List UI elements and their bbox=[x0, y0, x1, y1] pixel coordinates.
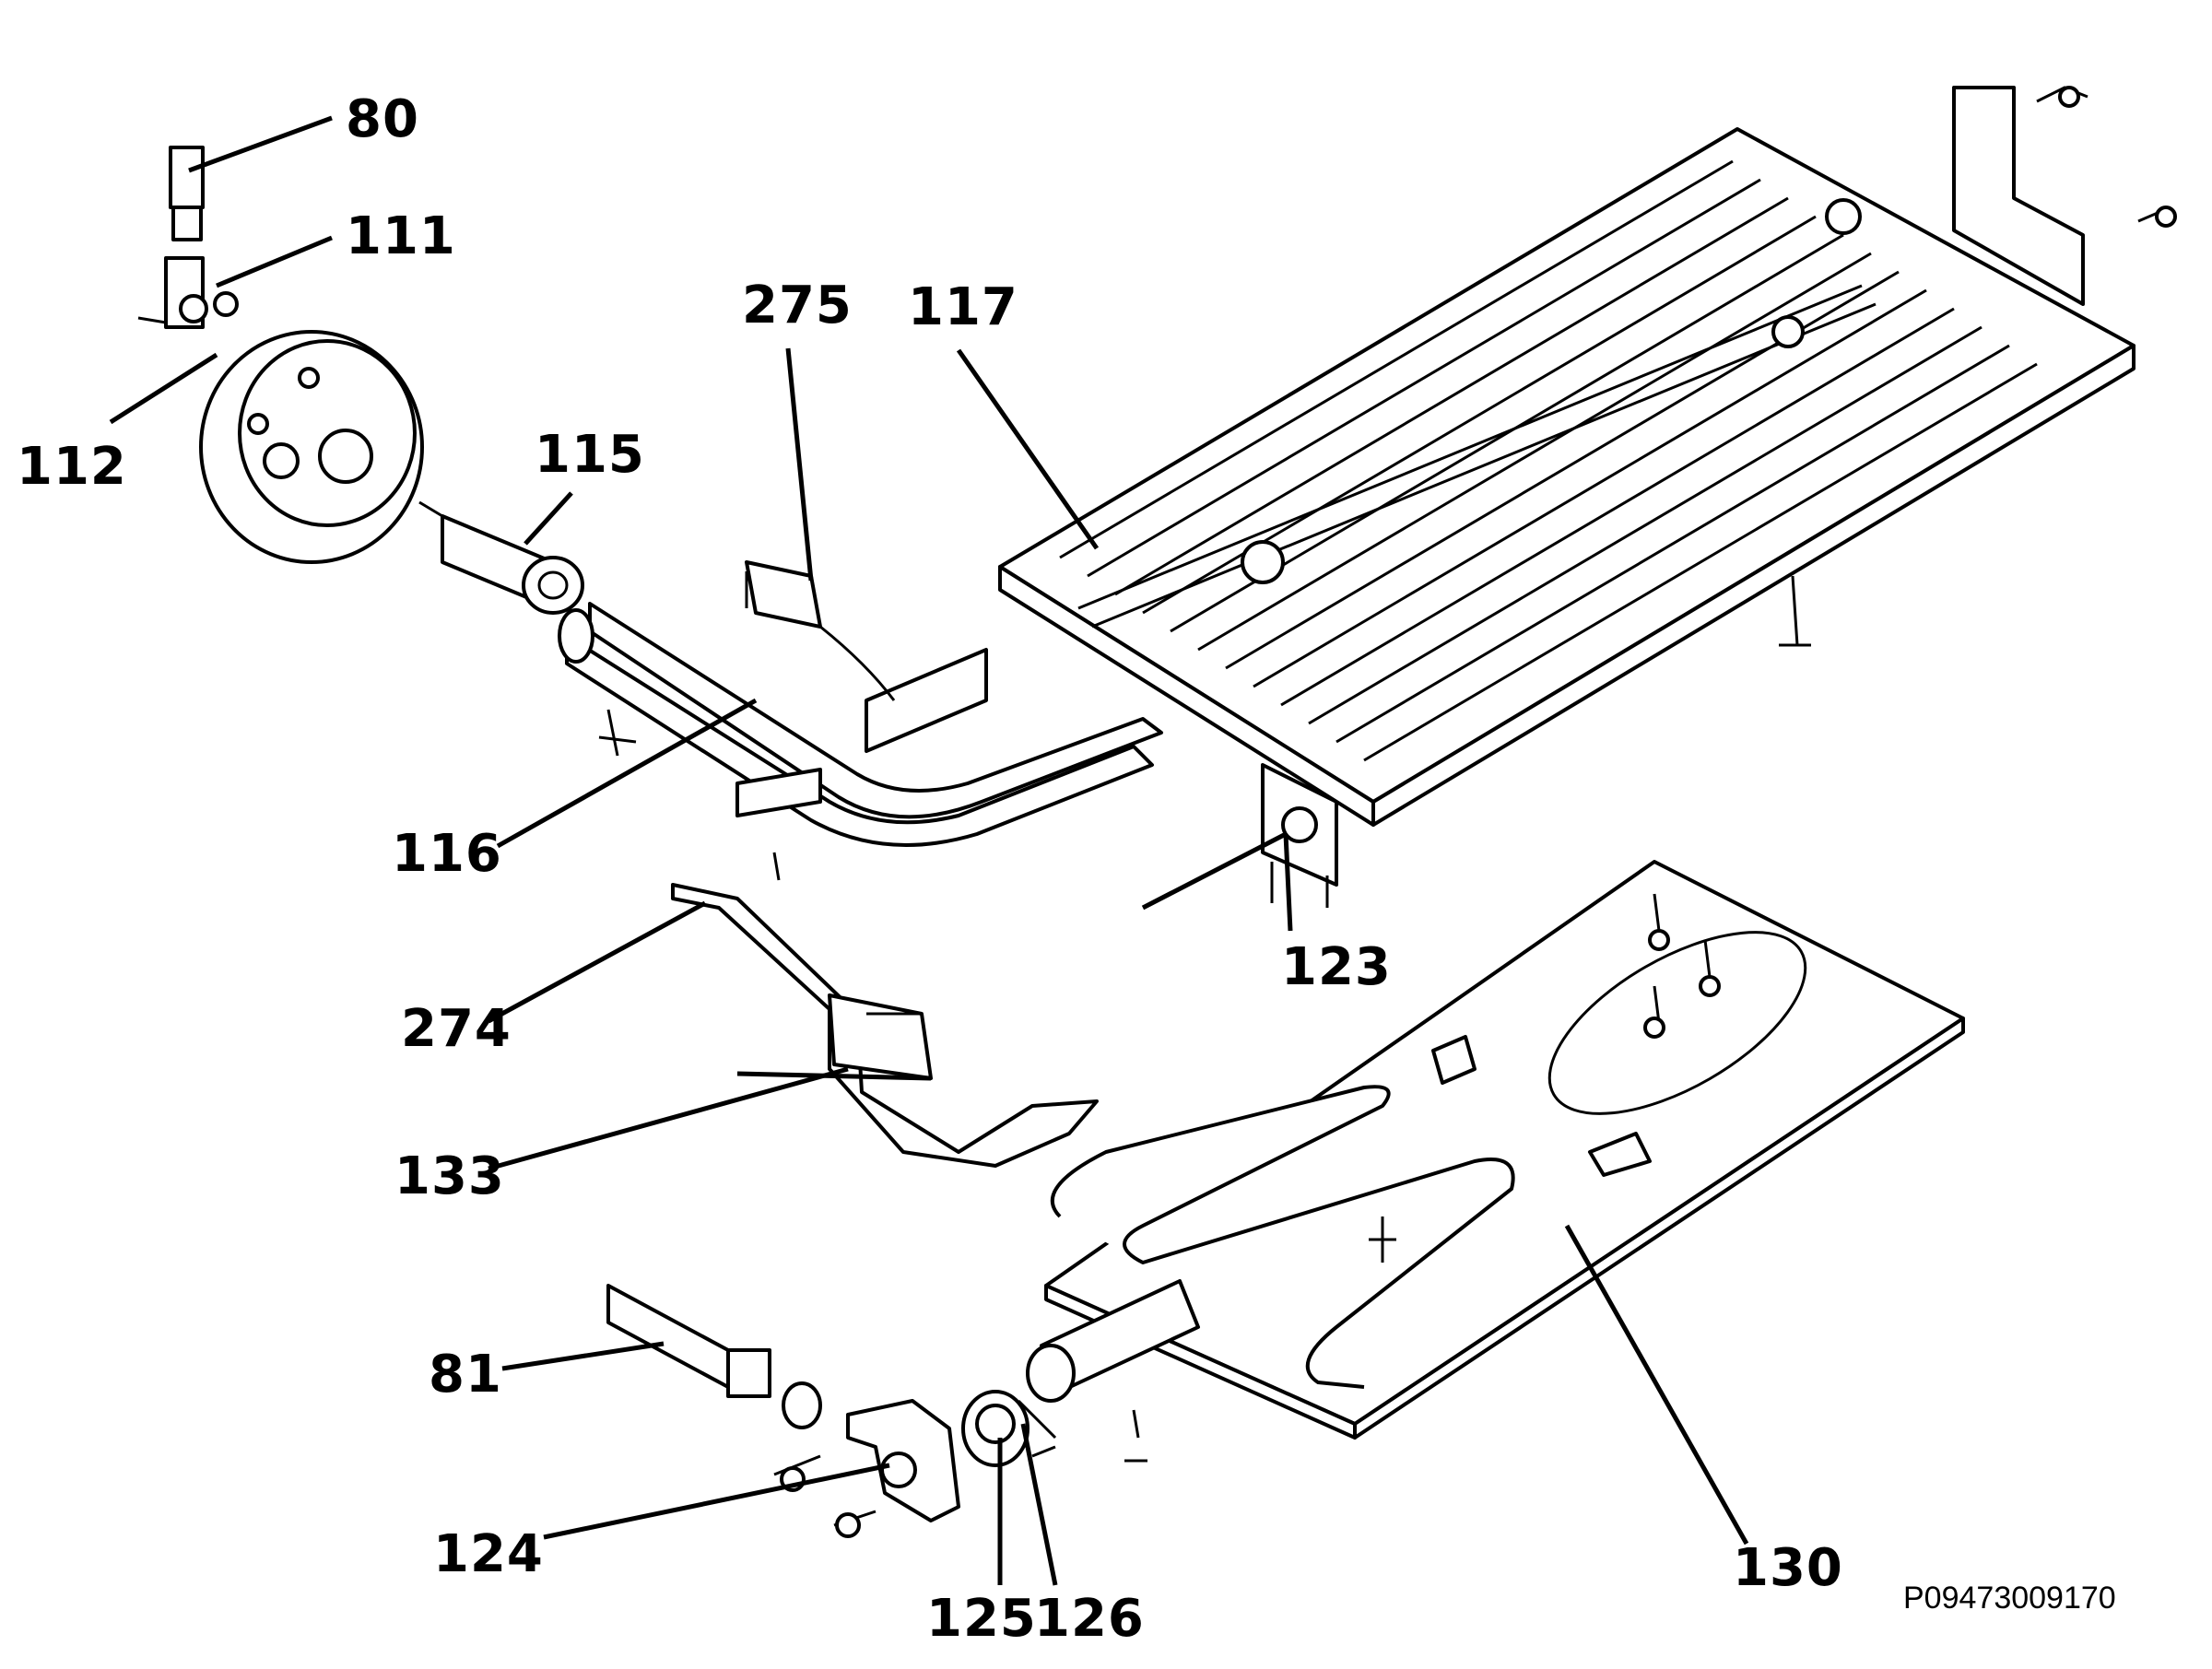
venturi-part-115 bbox=[418, 500, 584, 615]
orifice-part-125 bbox=[961, 1390, 1030, 1467]
leader-lines bbox=[109, 115, 1749, 1586]
callout-81: 81 bbox=[429, 1345, 502, 1405]
regulator-part-112 bbox=[199, 330, 424, 564]
spring-clip-part-126 bbox=[1017, 1399, 1057, 1458]
callout-126: 126 bbox=[1034, 1589, 1145, 1649]
gas-line-part-81 bbox=[606, 1284, 822, 1429]
callout-116: 116 bbox=[392, 824, 502, 884]
fitting-part-80 bbox=[169, 146, 205, 241]
callout-130: 130 bbox=[1733, 1538, 1843, 1598]
heat-shield-part-133 bbox=[671, 883, 1099, 1168]
callout-80: 80 bbox=[346, 89, 419, 149]
elbow-part-111 bbox=[137, 256, 239, 329]
callout-124: 124 bbox=[433, 1524, 544, 1584]
electrode-part-275 bbox=[598, 560, 896, 881]
callout-275: 275 bbox=[742, 276, 853, 335]
callout-117: 117 bbox=[908, 277, 1018, 337]
callout-111: 111 bbox=[346, 206, 456, 266]
callout-274: 274 bbox=[401, 999, 512, 1059]
callout-133: 133 bbox=[394, 1146, 505, 1206]
burner-tube-part-116 bbox=[558, 602, 1163, 847]
lower-burner-part-130 bbox=[1026, 860, 1965, 1463]
valve-bracket-part-124 bbox=[773, 1399, 960, 1538]
grill-tray-part-117 bbox=[998, 86, 2177, 908]
callout-125: 125 bbox=[926, 1589, 1037, 1649]
callout-labels: 80 111 112 275 117 115 116 123 274 133 8… bbox=[17, 89, 1843, 1649]
callout-115: 115 bbox=[535, 425, 645, 485]
reference-code: P09473009170 bbox=[1903, 1581, 2116, 1616]
callout-123: 123 bbox=[1281, 937, 1392, 997]
callout-112: 112 bbox=[17, 437, 127, 497]
